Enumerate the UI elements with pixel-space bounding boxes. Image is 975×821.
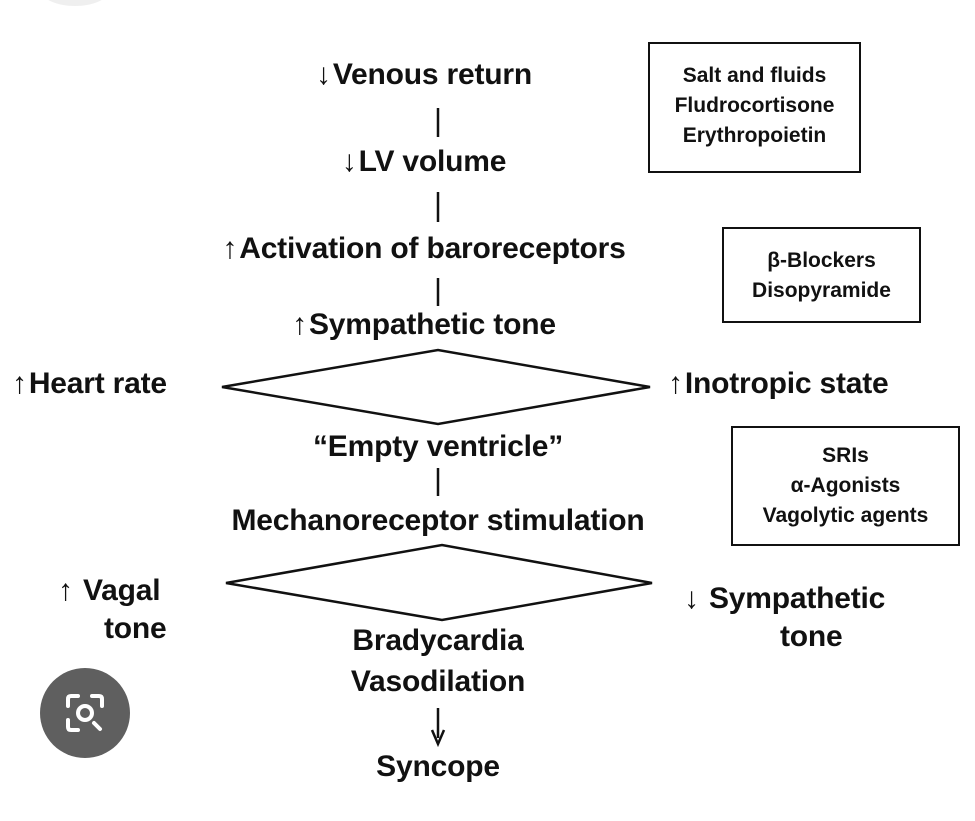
image-search-button[interactable] [40,668,130,758]
treatment-box-2: β-Blockers Disopyramide [722,227,921,323]
node-syncope: Syncope [376,750,500,783]
treatment-box-3: SRIs α-Agonists Vagolytic agents [731,426,960,546]
arrowhead [430,729,446,748]
node-sympathetic-tone-down: ↓ Sympathetic tone [684,582,886,653]
corner-decoration [40,0,110,6]
image-search-icon [66,694,104,732]
node-baroreceptors: ↑Activation of baroreceptors [222,232,626,265]
diamond-upper [221,348,651,426]
diamond-lower [225,543,653,622]
node-vagal-tone: ↑ Vagal tone [58,574,167,645]
node-heart-rate: ↑Heart rate [12,367,167,400]
node-vasodilation: Vasodilation [350,665,526,698]
node-inotropic-state: ↑Inotropic state [668,367,889,400]
treatment-box-1: Salt and fluids Fludrocortisone Erythrop… [648,42,861,173]
node-lv-volume: ↓LV volume [341,145,507,178]
node-sympathetic-tone: ↑Sympathetic tone [292,308,556,341]
node-mechanoreceptor: Mechanoreceptor stimulation [231,504,645,537]
node-bradycardia: Bradycardia [352,624,524,657]
node-empty-ventricle: “Empty ventricle” [312,430,564,463]
node-venous-return: ↓Venous return [316,58,532,91]
